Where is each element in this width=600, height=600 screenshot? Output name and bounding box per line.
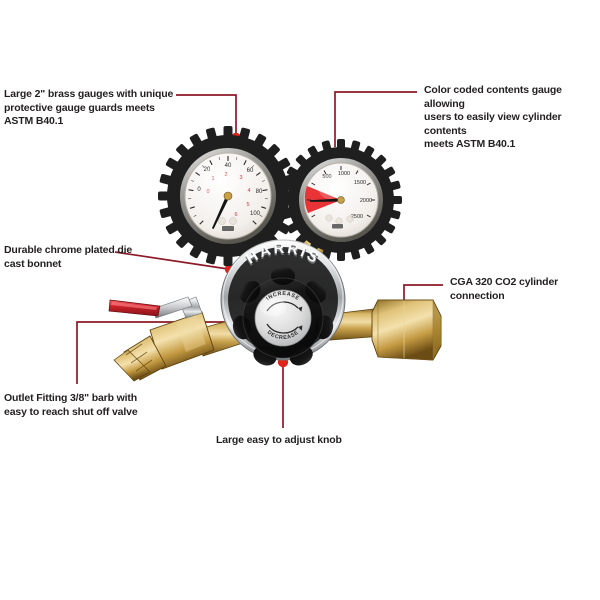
svg-text:20: 20 (204, 167, 211, 173)
leader-line-bonnet (114, 251, 229, 270)
adjusting-knob[interactable]: INCREASE DECREASE (231, 267, 336, 369)
left-gauge-inner-numerals: 1 2 3 4 5 6 0 (206, 172, 250, 218)
knob-decrease-arrow (266, 323, 299, 334)
cga-320-nut (371, 299, 442, 361)
right-gauge-ticks (307, 166, 375, 218)
svg-text:60: 60 (247, 168, 254, 174)
left-gauge: 20 40 60 80 100 0 1 2 3 4 5 6 0 (158, 126, 298, 266)
leader-line-gauges (176, 94, 237, 137)
svg-text:1: 1 (211, 176, 214, 182)
regulator-assembly: 20 40 60 80 100 0 1 2 3 4 5 6 0 (108, 126, 442, 382)
left-gauge-needle (211, 193, 231, 230)
svg-text:1000: 1000 (338, 171, 350, 177)
knob-face (254, 289, 312, 347)
svg-text:2: 2 (224, 172, 227, 178)
left-gauge-ticks (188, 156, 268, 225)
right-gauge-numerals: 500 1000 1500 2000 2500 (322, 171, 372, 220)
leader-line-contents-gauge (334, 91, 417, 147)
right-gauge-needle (309, 198, 344, 202)
svg-text:1500: 1500 (354, 180, 366, 186)
callout-label-cga-320: CGA 320 CO2 cylinder connection (450, 276, 559, 302)
svg-text:40: 40 (225, 163, 232, 169)
callout-label-contents-gauge: Color coded contents gauge allowing user… (424, 84, 562, 150)
callout-label-adjust-knob: Large easy to adjust knob (216, 434, 342, 446)
svg-text:2500: 2500 (351, 214, 363, 220)
contents-gauge-red-band (304, 186, 341, 213)
knob-increase-label: INCREASE (265, 291, 300, 302)
svg-text:80: 80 (256, 189, 263, 195)
svg-text:0: 0 (197, 187, 201, 193)
left-gauge-outer-numerals: 20 40 60 80 100 0 (197, 163, 263, 217)
svg-text:0: 0 (206, 189, 209, 195)
knob-increase-arrow (266, 301, 299, 312)
callout-label-gauges: Large 2" brass gauges with unique protec… (4, 88, 174, 127)
knob-decrease-label: DECREASE (266, 330, 300, 342)
callout-label-bonnet: Durable chrome plated die cast bonnet (4, 244, 133, 270)
right-gauge: 500 1000 1500 2000 2500 (280, 139, 402, 261)
svg-text:3: 3 (239, 175, 242, 181)
callout-label-outlet-fitting: Outlet Fitting 3/8" barb with easy to re… (4, 392, 138, 418)
svg-text:2000: 2000 (360, 198, 372, 204)
svg-text:5: 5 (246, 202, 249, 208)
barb-hose-fitting (113, 335, 167, 382)
svg-text:100: 100 (250, 211, 261, 217)
svg-text:500: 500 (322, 174, 331, 180)
svg-text:4: 4 (247, 188, 250, 194)
ball-valve (108, 296, 215, 370)
svg-text:6: 6 (234, 212, 237, 218)
